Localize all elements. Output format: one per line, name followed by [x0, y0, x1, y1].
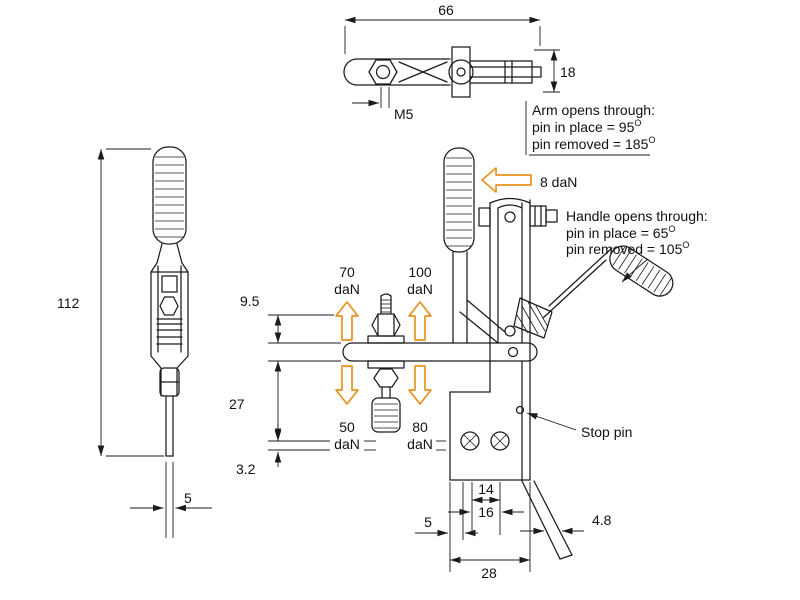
- arm-opens-line1: pin in place = 95O: [532, 118, 641, 135]
- hex-nut-top: [368, 59, 398, 85]
- force-80-unit: daN: [407, 436, 433, 452]
- side-view-dimensions: 9.5 27 3.2 5 14 16 28 4.8: [229, 293, 632, 581]
- mounting-hole-left: [460, 431, 480, 451]
- force-100: 100: [408, 264, 432, 280]
- front-grip: [152, 146, 187, 245]
- handle-opens-title: Handle opens through:: [566, 208, 708, 224]
- dim-9-5: 9.5: [240, 293, 260, 309]
- spindle-nut: [371, 313, 401, 337]
- pivot-bolt: [529, 205, 547, 227]
- dim-27: 27: [229, 396, 245, 412]
- up-arrow-right: [408, 301, 432, 341]
- front-view: 112 5: [57, 146, 212, 538]
- up-arrow-left: [335, 301, 359, 341]
- handle-force-arrow: [481, 167, 532, 193]
- dim-112: 112: [57, 295, 80, 311]
- side-view: [342, 147, 674, 560]
- force-50-unit: daN: [334, 436, 360, 452]
- dim-18: 18: [560, 64, 576, 80]
- arm-opens-line2: pin removed = 185O: [532, 135, 655, 152]
- dim-m5: M5: [394, 106, 414, 122]
- force-50: 50: [339, 419, 355, 435]
- dim-5-front: 5: [184, 490, 192, 506]
- force-70: 70: [339, 264, 355, 280]
- handle-opens-line1: pin in place = 65O: [566, 224, 675, 241]
- dim-16: 16: [478, 504, 494, 520]
- down-arrow-right: [408, 365, 432, 405]
- dim-5-side: 5: [424, 514, 432, 530]
- pivot-boss: [448, 59, 474, 85]
- toggle-link: [513, 297, 553, 339]
- annotations: Arm opens through: pin in place = 95O pi…: [525, 101, 708, 283]
- mounting-hole-right: [490, 431, 510, 451]
- spindle-knob: [371, 397, 401, 433]
- dim-3-2: 3.2: [236, 461, 256, 477]
- force-70-unit: daN: [334, 281, 360, 297]
- down-arrow-left: [335, 365, 359, 405]
- handle-opens-line2: pin removed = 105O: [566, 240, 689, 257]
- dim-66: 66: [438, 2, 454, 18]
- dim-28: 28: [481, 565, 497, 581]
- front-grip-hatch: [155, 156, 184, 238]
- main-grip-hatch: [446, 157, 472, 247]
- dim-4-8: 4.8: [592, 512, 612, 528]
- arm-opens-title: Arm opens through:: [532, 102, 655, 118]
- hex-nut-front: [159, 296, 179, 316]
- force-100-unit: daN: [407, 281, 433, 297]
- top-view: 66 18 M5: [343, 2, 576, 122]
- dim-14: 14: [478, 481, 494, 497]
- open-handle-grip: [609, 245, 674, 297]
- stop-pin-label: Stop pin: [581, 424, 632, 440]
- arm-pivot-hole: [507, 346, 519, 358]
- handle-force-label: 8 daN: [540, 174, 577, 190]
- main-handle-grip: [443, 147, 475, 253]
- stop-pin: [515, 405, 525, 415]
- force-arrows: 8 daN 70 daN 100 daN 50 daN 80 daN: [334, 167, 577, 452]
- force-80: 80: [412, 419, 428, 435]
